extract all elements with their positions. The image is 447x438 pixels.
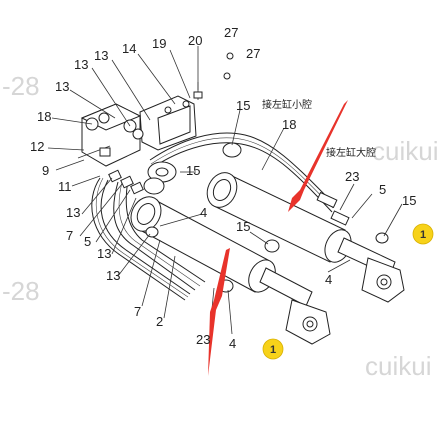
part-label: 13 [55,79,69,94]
arrow-to-right-cylinder [288,100,348,212]
badge-1-bottom: 1 [262,338,284,360]
watermark: -28 [2,71,40,101]
part-label: 9 [42,163,49,178]
part-label: 23 [196,332,210,347]
left-cylinder [130,196,331,345]
part-label: 7 [134,304,141,319]
part-label: 18 [37,109,51,124]
part-label: 5 [84,234,91,249]
part-label: 13 [74,57,88,72]
part-label: 15 [236,98,250,113]
part-label: 13 [94,48,108,63]
part-label: 5 [379,182,386,197]
valve-block [77,103,144,167]
watermark: -28 [2,276,40,306]
part-label: 4 [229,336,236,351]
part-label: 7 [66,228,73,243]
part-label: 13 [106,268,120,283]
left-fittings [108,169,144,195]
part-label: 13 [66,205,80,220]
part-label: 23 [345,169,359,184]
svg-text:1: 1 [270,344,276,356]
arrow-to-left-cylinder [208,248,230,376]
watermark: cuikui [365,351,431,381]
callout-large-chamber: 接左缸大腔 [326,146,376,159]
part-label: 18 [282,117,296,132]
part-label: 15 [236,219,250,234]
part-label: 4 [200,205,207,220]
part-label: 27 [246,46,260,61]
part-label: 14 [122,41,136,56]
part-label: 15 [186,163,200,178]
part-label: 2 [156,314,163,329]
part-label: 27 [224,25,238,40]
part-label: 19 [152,36,166,51]
badge-1-right: 1 [412,223,434,245]
right-cylinder [206,172,405,303]
leader-lines [47,46,403,335]
part-labels: 27 27 20 19 14 13 13 13 18 12 9 11 13 7 … [30,25,416,351]
mounting-bracket [139,52,234,151]
callout-small-chamber: 接左缸小腔 [262,98,312,111]
part-label: 13 [97,246,111,261]
middle-fitting [143,142,242,195]
part-label: 15 [402,193,416,208]
watermark: cuikui [372,136,438,166]
part-label: 20 [188,33,202,48]
svg-text:1: 1 [420,229,426,241]
part-label: 12 [30,139,44,154]
red-arrows [208,100,348,376]
part-label: 11 [58,179,72,194]
part-label: 4 [325,272,332,287]
